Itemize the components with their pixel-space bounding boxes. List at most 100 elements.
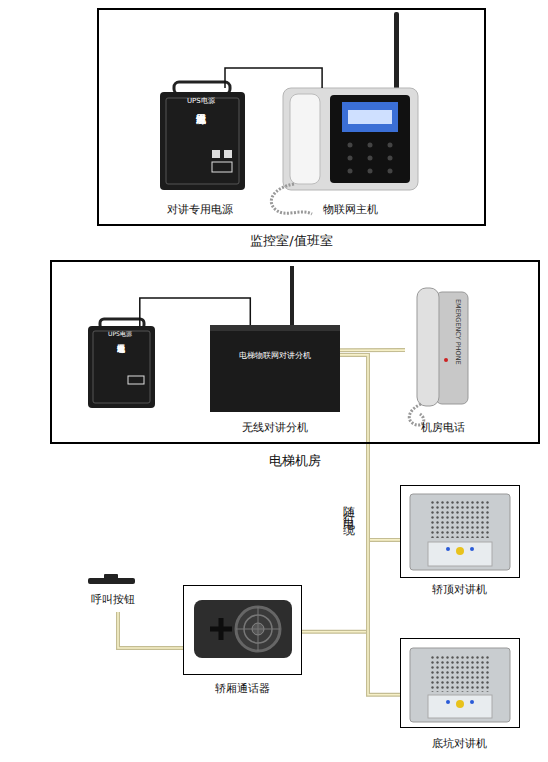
speaker-cone bbox=[236, 607, 280, 651]
call-light bbox=[456, 700, 464, 708]
cable-outer bbox=[340, 355, 400, 695]
intercom-panel bbox=[410, 648, 510, 722]
device-node: 电梯物联网对讲分机无线对讲分机 bbox=[210, 325, 340, 440]
intercom-panel bbox=[410, 494, 510, 570]
ups-battery bbox=[88, 319, 155, 408]
indicator bbox=[446, 700, 450, 704]
speaker-housing bbox=[194, 600, 292, 658]
keypad-panel bbox=[330, 95, 410, 183]
cable-inner bbox=[340, 355, 400, 695]
group-box: 监控室/值班室无线对讲专用电源对讲专用电源物联网主机 bbox=[97, 8, 486, 226]
node-label: 轿顶对讲机 bbox=[400, 584, 520, 597]
device-print: EMERGENCY PHONE bbox=[454, 299, 461, 365]
intercom-face bbox=[410, 648, 510, 722]
device-node: EMERGENCY PHONE 机房电话 bbox=[405, 285, 480, 440]
cable-outer bbox=[340, 348, 405, 352]
node-label: 电梯机房 bbox=[50, 454, 540, 469]
cable-label: 随行电缆 bbox=[341, 496, 355, 520]
power-connector bbox=[225, 68, 322, 88]
cable-inner bbox=[302, 355, 368, 632]
ups-panel bbox=[93, 331, 150, 403]
ups-icon bbox=[212, 150, 220, 158]
phone-body bbox=[436, 292, 468, 404]
group-box: 底坑对讲机 bbox=[400, 638, 520, 728]
key bbox=[388, 169, 393, 174]
power-wire bbox=[140, 298, 251, 326]
node-label: 电梯物联网对讲分机 bbox=[210, 351, 340, 360]
device-node: 物联网主机 bbox=[283, 88, 418, 222]
key bbox=[348, 169, 353, 174]
device-print: UPS电源 bbox=[187, 97, 215, 105]
speaker-rib bbox=[236, 607, 280, 651]
cable-connector bbox=[340, 350, 405, 351]
screen bbox=[342, 102, 398, 132]
group-box: 轿顶对讲机 bbox=[400, 485, 520, 578]
coiled-cord bbox=[271, 184, 312, 214]
mount-cross bbox=[210, 618, 232, 640]
extension-body bbox=[210, 325, 340, 412]
device-node: 无线对讲专用电源 bbox=[85, 326, 160, 410]
wireless-extension bbox=[210, 266, 340, 412]
phone-handset bbox=[417, 288, 439, 406]
cable-outer bbox=[118, 612, 183, 648]
ups-body bbox=[160, 92, 245, 190]
ups-icon bbox=[128, 376, 144, 384]
key bbox=[388, 156, 393, 161]
iot-host bbox=[271, 12, 418, 214]
call-light bbox=[456, 547, 464, 555]
screen-digits bbox=[348, 110, 392, 124]
indicator bbox=[446, 547, 450, 551]
handset bbox=[290, 94, 320, 184]
ups-icon bbox=[224, 150, 232, 158]
node-label: 物联网主机 bbox=[283, 204, 418, 217]
node-label: 对讲专用电源 bbox=[150, 204, 250, 217]
indicator bbox=[470, 547, 474, 551]
node-label: 呼叫按钮 bbox=[85, 594, 140, 607]
intercom-face bbox=[410, 494, 510, 570]
antenna bbox=[394, 12, 399, 92]
speaker-grille bbox=[430, 654, 490, 692]
ups-icon bbox=[212, 162, 232, 172]
node-label: 监控室/值班室 bbox=[97, 234, 486, 249]
control-strip bbox=[428, 542, 492, 566]
key bbox=[388, 143, 393, 148]
cable-inner bbox=[118, 612, 183, 648]
cable-connector bbox=[118, 612, 183, 648]
extension-edge bbox=[210, 325, 340, 331]
cable-outer bbox=[302, 355, 368, 632]
phone-button bbox=[444, 358, 448, 362]
power-wire bbox=[225, 68, 322, 88]
control-strip bbox=[428, 695, 492, 718]
key bbox=[348, 143, 353, 148]
speaker-grille bbox=[430, 500, 490, 538]
device-print: UPS电源 bbox=[108, 331, 132, 338]
device-node: 无线对讲专用电源对讲专用电源 bbox=[150, 88, 250, 222]
key bbox=[368, 169, 373, 174]
ups-body bbox=[88, 326, 155, 408]
antenna bbox=[290, 266, 294, 326]
host-body bbox=[283, 88, 418, 190]
button-cap bbox=[104, 574, 118, 579]
node-label: 底坑对讲机 bbox=[400, 738, 520, 751]
group-box: 轿厢通话器 bbox=[183, 585, 302, 675]
node-label: 机房电话 bbox=[405, 422, 480, 435]
key bbox=[368, 156, 373, 161]
cable-inner bbox=[340, 349, 405, 351]
indicator bbox=[470, 700, 474, 704]
cable-connector bbox=[340, 355, 400, 695]
node-label: 轿厢通话器 bbox=[183, 683, 302, 696]
power-connector bbox=[140, 298, 251, 326]
cable-connector bbox=[302, 355, 368, 632]
ups-battery bbox=[160, 82, 245, 190]
key bbox=[368, 143, 373, 148]
ups-panel bbox=[166, 98, 239, 184]
call-button bbox=[88, 574, 135, 584]
node-label: 无线对讲分机 bbox=[210, 422, 340, 435]
car-speaker bbox=[194, 600, 292, 658]
emergency-phone bbox=[409, 288, 468, 425]
key bbox=[348, 156, 353, 161]
device-node: 呼叫按钮 bbox=[85, 570, 140, 612]
